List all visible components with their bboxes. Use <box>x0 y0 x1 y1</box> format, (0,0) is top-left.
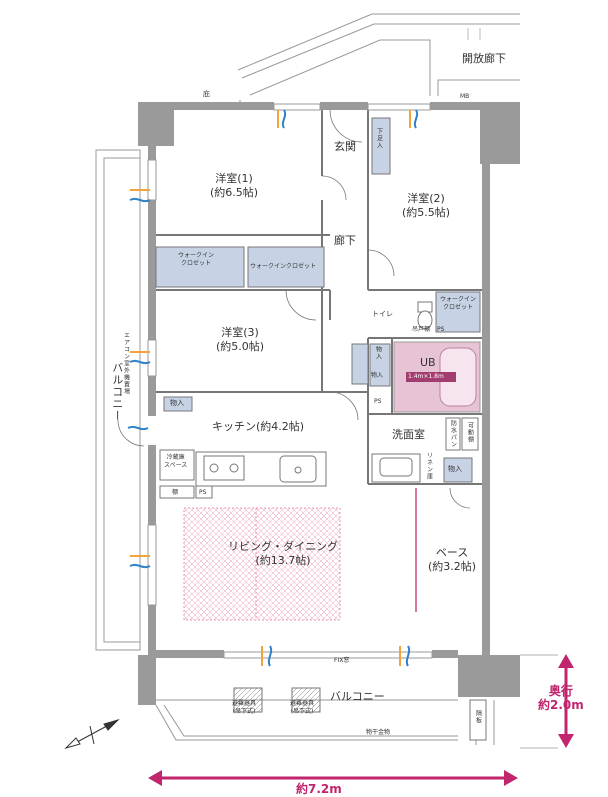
walkin-closet-a-label: ウォークイン クロゼット <box>178 252 214 267</box>
walkin-closet-c-line1: ウォークイン <box>440 296 477 303</box>
walkin-closet-c-label: ウォークイン クロゼット <box>440 296 476 311</box>
western-room-3-name: 洋室(3) <box>221 326 259 339</box>
walkin-closet-a-line2: クロゼット <box>181 259 212 267</box>
western-room-1-label: 洋室(1) (約6.5帖) <box>210 172 258 200</box>
entrance-label: 玄関 <box>334 140 356 153</box>
kitchen-label: キッチン(約4.2帖) <box>212 420 305 433</box>
escape-hatches <box>233 687 321 713</box>
ps-label-toilet: PS <box>437 326 445 333</box>
ub-label: UB <box>420 356 436 369</box>
fix-window-label: FIX窓 <box>334 657 350 664</box>
walkin-closet-a-line1: ウォークイン <box>178 252 215 259</box>
storage-label-hall: 物入 <box>374 346 382 360</box>
escape-hatch-1-label: 避難器具 (吊下式) <box>232 700 256 715</box>
escape-hatch-1-line1: 避難器具 <box>232 700 257 707</box>
shelf-label: 吊戸棚 <box>412 326 431 333</box>
fridge-line2: スペース <box>164 461 188 469</box>
escape-hatch-2-line1: 避難器具 <box>290 700 315 707</box>
waterproof-pan-label: 防水パン <box>449 420 457 448</box>
ub-size-label: 1.4m×1.8m <box>408 373 444 380</box>
western-room-2-label: 洋室(2) (約5.5帖) <box>402 192 450 220</box>
eaves-label: 庇 <box>203 90 210 98</box>
washroom-fixtures <box>371 417 479 483</box>
escape-hatch-1-line2: (吊下式) <box>232 707 256 715</box>
partition-label: 隔板 <box>474 710 482 724</box>
unit-bath <box>393 341 481 413</box>
living-dining-name: リビング・ダイニング <box>228 540 338 553</box>
toilet-fixture <box>417 301 433 330</box>
western-room-3-label: 洋室(3) (約5.0帖) <box>216 326 264 354</box>
fridge-line1: 冷蔵庫 <box>166 454 185 461</box>
living-dining-label: リビング・ダイニング (約13.7帖) <box>228 540 338 568</box>
partition-panel <box>469 699 487 741</box>
structural-walls <box>138 102 520 705</box>
storage-label-hall-2: 物入 <box>371 372 384 379</box>
western-room-2-name: 洋室(2) <box>407 192 445 205</box>
closets <box>155 117 481 483</box>
fridge-space-label: 冷蔵庫 スペース <box>164 454 187 469</box>
balcony-label: バルコニー <box>330 690 385 703</box>
base-name: ベース <box>435 546 469 559</box>
interior-walls <box>156 110 482 485</box>
side-balcony <box>95 149 141 651</box>
kitchen-counter <box>159 449 327 499</box>
ps-label-hall: PS <box>374 398 382 405</box>
storage-label-wash: 物入 <box>448 465 462 473</box>
dimension-arrows <box>148 654 574 786</box>
open-corridor <box>237 13 520 96</box>
depth-dimension: 奥行 約2.0m <box>538 684 584 713</box>
ps-label-kitchen: PS <box>199 489 207 496</box>
western-room-3-size: (約5.0帖) <box>216 339 265 353</box>
walkin-closet-b-label: ウォークインクロゼット <box>250 263 317 270</box>
shelf2-label: 棚 <box>172 489 179 496</box>
clothes-hanger-label: 物干金物 <box>366 729 391 736</box>
movable-shelf-label: 可動棚 <box>466 422 474 443</box>
mb-label: MB <box>460 93 470 100</box>
western-room-1-name: 洋室(1) <box>215 172 253 185</box>
living-dining-area <box>183 507 341 621</box>
western-room-2-size: (約5.5帖) <box>402 205 451 219</box>
western-room-1-size: (約6.5帖) <box>210 185 259 199</box>
walkin-closet-c-line2: クロゼット <box>443 303 474 311</box>
escape-hatch-2-line2: (吊下式) <box>290 707 314 715</box>
living-dining-size: (約13.7帖) <box>255 553 311 567</box>
base-label: ベース (約3.2帖) <box>428 546 476 574</box>
south-balcony <box>155 699 495 745</box>
escape-hatch-2-label: 避難器具 (吊下式) <box>290 700 314 715</box>
depth-label: 奥行 <box>548 684 573 698</box>
washroom-label: 洗面室 <box>392 428 425 441</box>
open-corridor-label: 開放廊下 <box>462 52 506 65</box>
windows <box>147 103 433 659</box>
toilet-label: トイレ <box>372 310 393 318</box>
door-swings <box>117 109 471 509</box>
base-size: (約3.2帖) <box>428 559 477 573</box>
aircon-outdoor-label: エアコン室外機置場 <box>122 332 130 395</box>
depth-value: 約2.0m <box>538 698 584 713</box>
compass-icon <box>64 718 120 750</box>
storage-label-left: 物入 <box>170 399 184 407</box>
side-balcony-label: バルコニー <box>110 362 124 422</box>
shoe-closet-label: 下足入 <box>375 128 383 149</box>
width-dimension: 約7.2m <box>296 782 342 796</box>
airflow-indicators <box>127 109 419 667</box>
linen-shelf-label: リネン庫 <box>425 452 433 480</box>
hallway-label: 廊下 <box>334 234 356 247</box>
